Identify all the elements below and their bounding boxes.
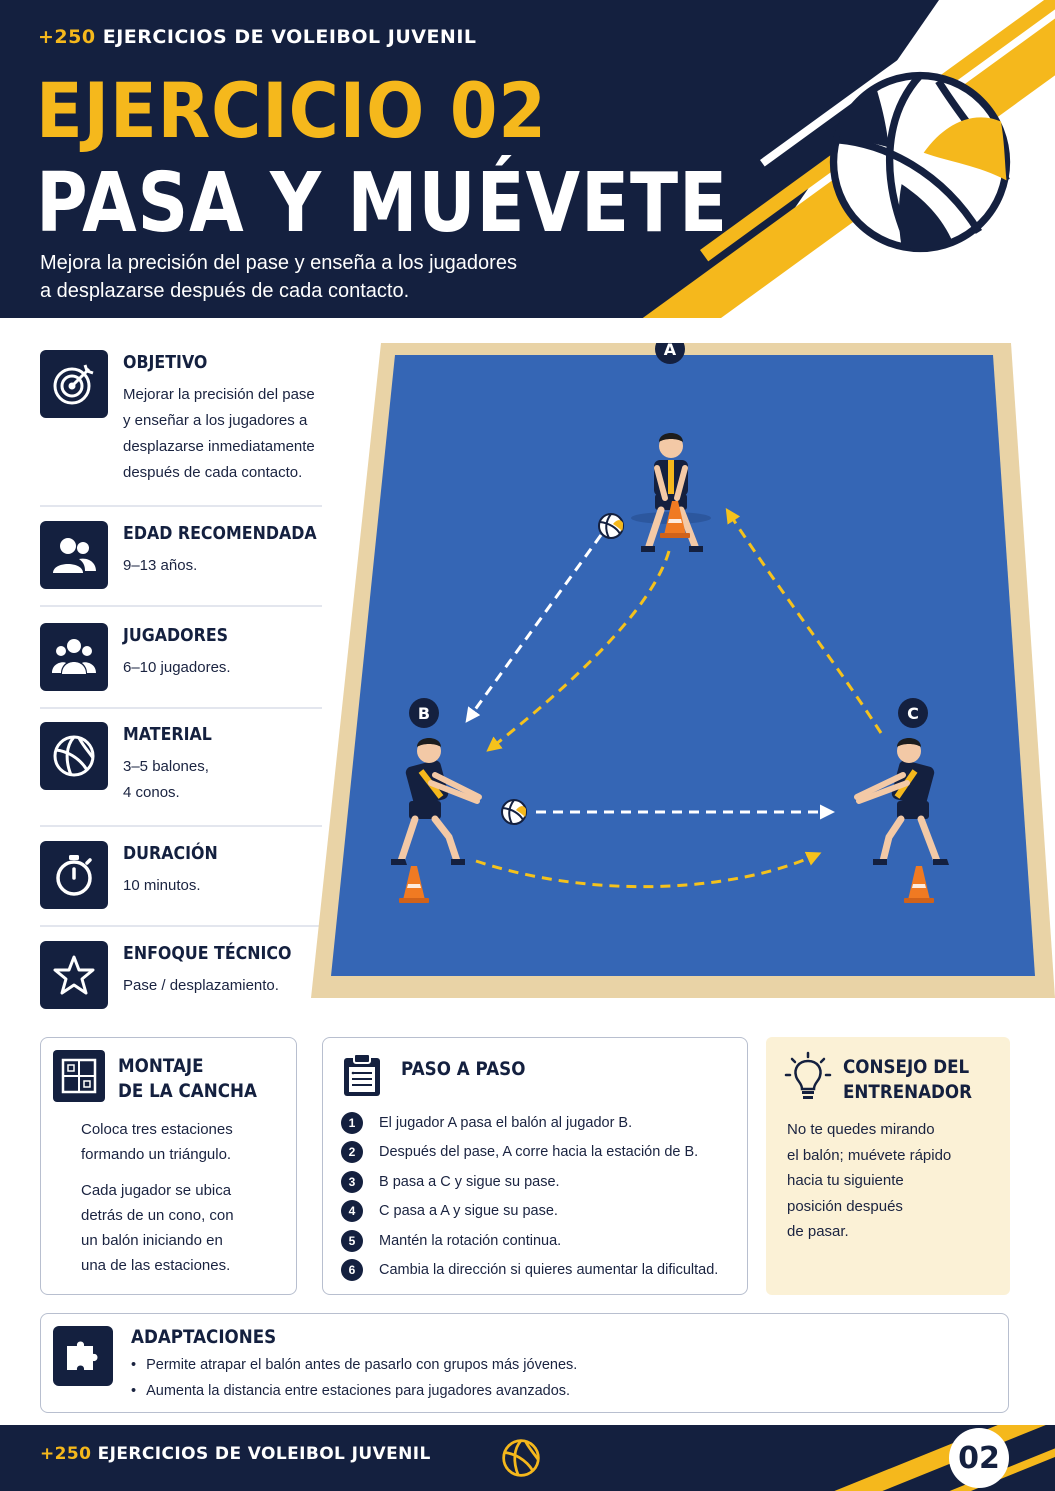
adaptations-card: ADAPTACIONES Permite atrapar el balón an…	[40, 1313, 1009, 1413]
info-text: 3–5 balones,4 conos.	[123, 758, 209, 801]
label-a: A	[664, 343, 677, 359]
setup-text: Coloca tres estaciones formando un trián…	[81, 1121, 234, 1274]
court-layout-icon	[53, 1050, 105, 1102]
label-b-badge: B	[409, 698, 439, 728]
player-c	[854, 738, 949, 865]
info-text: 9–13 años.	[123, 557, 198, 574]
info-text: 10 minutos.	[123, 877, 201, 894]
label-b: B	[418, 704, 430, 723]
users-icon	[40, 521, 108, 589]
info-title: DURACIÓN	[123, 843, 218, 864]
info-duration: DURACIÓN 10 minutos.	[40, 841, 322, 911]
coach-tip-card: CONSEJO DEL ENTRENADOR No te quedes mira…	[766, 1037, 1010, 1295]
header-banner: +250 EJERCICIOS DE VOLEIBOL JUVENIL EJER…	[0, 0, 1055, 318]
exercise-subtitle: Mejora la precisión del pase y enseña a …	[40, 252, 517, 302]
volleyball-a	[598, 513, 624, 539]
player-b	[391, 738, 482, 865]
adaptations-title: ADAPTACIONES	[131, 1326, 277, 1348]
adaptation-item: Permite atrapar el balón antes de pasarl…	[131, 1352, 577, 1378]
footer-series-label: +250 EJERCICIOS DE VOLEIBOL JUVENIL	[40, 1444, 431, 1464]
clipboard-icon	[341, 1052, 383, 1098]
info-age: EDAD RECOMENDADA 9–13 años.	[40, 521, 322, 591]
info-title: EDAD RECOMENDADA	[123, 523, 317, 544]
info-technical-focus: ENFOQUE TÉCNICO Pase / desplazamiento.	[40, 941, 322, 1011]
court-diagram: A B C	[311, 334, 1055, 998]
adaptation-item: Aumenta la distancia entre estaciones pa…	[131, 1378, 577, 1404]
info-text: Pase / desplazamiento.	[123, 977, 279, 994]
info-title: JUGADORES	[123, 625, 229, 646]
label-c-badge: C	[898, 698, 928, 728]
group-icon	[40, 623, 108, 691]
volleyball-icon	[40, 722, 108, 790]
tip-title: CONSEJO DEL ENTRENADOR	[843, 1056, 973, 1103]
divider	[40, 707, 322, 709]
volleyball-icon	[502, 1439, 540, 1477]
lightbulb-icon	[784, 1051, 832, 1101]
pass-arrow-a-to-b	[465, 534, 603, 723]
volleyball-b	[501, 799, 527, 825]
setup-title: MONTAJE DE LA CANCHA	[118, 1055, 257, 1102]
puzzle-icon	[53, 1326, 113, 1386]
steps-title: PASO A PASO	[401, 1058, 526, 1080]
info-title: ENFOQUE TÉCNICO	[123, 943, 292, 964]
divider	[40, 505, 322, 507]
court-surface	[331, 355, 1035, 976]
footer-yellow-stripe	[807, 1425, 1055, 1491]
info-text: 6–10 jugadores.	[123, 659, 231, 676]
info-title: OBJETIVO	[123, 352, 208, 373]
star-icon	[40, 941, 108, 1009]
info-players: JUGADORES 6–10 jugadores.	[40, 623, 322, 693]
volleyball-icon	[829, 71, 1011, 253]
stopwatch-icon	[40, 841, 108, 909]
setup-card: MONTAJE DE LA CANCHA Coloca tres estacio…	[40, 1037, 297, 1295]
adaptations-list: Permite atrapar el balón antes de pasarl…	[131, 1352, 577, 1404]
series-kicker: +250 EJERCICIOS DE VOLEIBOL JUVENIL	[38, 26, 477, 48]
tip-text: No te quedes mirando el balón; muévete r…	[787, 1121, 952, 1240]
info-title: MATERIAL	[123, 724, 212, 745]
target-icon	[40, 350, 108, 418]
exercise-number: EJERCICIO 02	[36, 66, 547, 155]
divider	[40, 605, 322, 607]
label-c: C	[907, 704, 919, 723]
info-material: MATERIAL 3–5 balones,4 conos.	[40, 722, 322, 812]
divider	[40, 925, 322, 927]
divider	[40, 825, 322, 827]
run-arrow-a-to-b	[486, 550, 671, 752]
exercise-title: PASA Y MUÉVETE	[36, 156, 729, 251]
footer-bar: +250 EJERCICIOS DE VOLEIBOL JUVENIL 02	[0, 1425, 1055, 1491]
run-arrow-b-to-c	[475, 851, 822, 889]
page-number: 02	[949, 1428, 1009, 1488]
court-illustration: A B C	[311, 334, 1055, 998]
